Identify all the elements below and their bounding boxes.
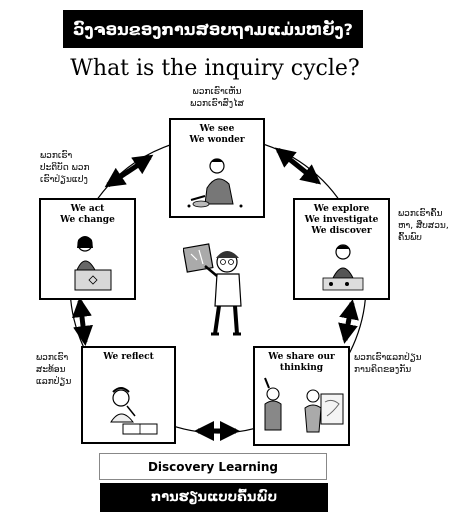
note-share-thinking: ພວກເຮົາແລກປ່ຽນ ການຄິດຂອງກັນ <box>354 353 422 375</box>
note-explore-investigate: ພວກເຮົາຄົ້ນ ຫາ, ສືບສວນ, ຄົ້ນພົບ <box>398 209 449 243</box>
child-recycling-illustration <box>74 236 112 291</box>
lao-footer-text: ການຮຽນແບບຄົ້ນພົບ <box>150 490 278 505</box>
child-exploring-illustration <box>322 244 364 291</box>
child-holding-box-illustration <box>183 243 242 336</box>
discovery-learning-label: Discovery Learning <box>99 453 327 480</box>
child-wondering-illustration <box>187 158 243 208</box>
note-see-wonder: ພວກເຮົາເຫັນ ພວກເຮົາສົງໄສ <box>190 87 244 109</box>
note-act-change: ພວກເຮົາ ປະຕິບັດ ພວກ ເຮົາປ່ຽນແປງ <box>40 151 90 185</box>
arrow-reflect-to-act <box>72 297 93 346</box>
child-reflecting-illustration <box>110 387 158 435</box>
stage-label: We explore We investigate We discover <box>304 204 379 236</box>
stage-share-thinking: We share our thinking <box>253 346 350 446</box>
stage-see-wonder: We see We wonder <box>169 118 265 218</box>
stage-label: We share our thinking <box>268 352 335 373</box>
note-reflect: ພວກເຮົາ ສະທ້ອນ ແລກປ່ຽນ <box>36 353 72 387</box>
english-title: What is the inquiry cycle? <box>70 56 360 81</box>
arrow-act-to-see <box>104 154 154 188</box>
stage-label: We reflect <box>103 352 154 362</box>
stage-label: We see We wonder <box>189 124 245 145</box>
children-sharing-illustration <box>264 377 344 433</box>
lao-title-banner: ວົງຈອນຂອງການສອບຖາມແມ່ນຫຍັງ? <box>63 10 363 48</box>
discovery-learning-text: Discovery Learning <box>147 459 279 474</box>
lao-footer-banner: ການຮຽນແບບຄົ້ນພົບ <box>100 483 328 512</box>
stage-explore-investigate: We explore We investigate We discover <box>293 198 390 300</box>
arrow-see-to-explore <box>274 147 322 185</box>
stage-reflect: We reflect <box>81 346 176 444</box>
stage-act-change: We act We change <box>39 198 136 300</box>
arrow-explore-to-share <box>338 299 359 344</box>
stage-label: We act We change <box>60 204 115 225</box>
lao-title: ວົງຈອນຂອງການສອບຖາມແມ່ນຫຍັງ? <box>73 19 353 39</box>
